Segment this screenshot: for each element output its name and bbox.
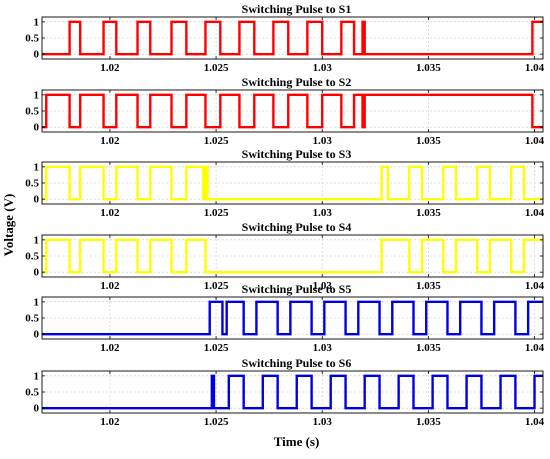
panel-s5: 1.02 1.025 1.03 1.035 1.04 0 0.5 1 Switching Pul… [25,282,544,354]
y-tick-label: 1 [34,16,40,28]
panel-title: Switching Pulse to S6 [242,356,352,370]
x-tick-label: 1.025 [204,62,229,74]
y-tick-label: 0.5 [25,178,39,190]
y-tick-label: 0.5 [25,106,39,118]
pulse-trace-s5 [42,300,543,336]
y-tick-label: 1 [34,234,40,246]
x-tick-label: 1.04 [525,416,545,428]
y-axis-label: Voltage (V) [1,194,16,257]
x-tick-label: 1.04 [525,135,545,147]
x-tick-label: 1.025 [204,280,229,292]
x-tick-label: 1.035 [416,207,441,219]
y-tick-label: 1 [34,370,40,382]
x-tick-label: 1.035 [416,416,441,428]
x-tick-label: 1.025 [204,342,229,354]
panel-title: Switching Pulse to S5 [242,282,352,296]
x-tick-label: 1.04 [525,280,545,292]
x-tick-label: 1.03 [313,135,333,147]
x-tick-label: 1.02 [100,280,120,292]
y-tick-label: 0 [34,49,40,61]
y-tick-label: 0 [34,403,40,415]
y-tick-label: 0.5 [25,313,39,325]
x-tick-label: 1.02 [100,62,120,74]
y-tick-label: 0.5 [25,387,39,399]
pulse-trace-s2 [42,93,543,129]
panel-s2: 1.02 1.025 1.03 1.035 1.04 0 0.5 1 Switching Pul… [25,75,544,147]
x-tick-label: 1.02 [100,135,120,147]
y-tick-label: 0.5 [25,33,39,45]
y-tick-label: 0.5 [25,251,39,263]
pulse-trace-s1 [42,20,543,56]
panel-title: Switching Pulse to S4 [242,220,352,234]
panel-s3: 1.02 1.025 1.03 1.035 1.04 0 0.5 1 Switching Pul… [25,147,544,219]
x-tick-label: 1.025 [204,416,229,428]
x-axis-label: Time (s) [274,434,320,449]
x-tick-label: 1.035 [416,280,441,292]
x-tick-label: 1.025 [204,207,229,219]
x-tick-label: 1.04 [525,207,545,219]
y-tick-label: 0 [34,122,40,134]
y-tick-label: 1 [34,89,40,101]
x-tick-label: 1.035 [416,135,441,147]
x-tick-label: 1.03 [313,207,333,219]
x-tick-label: 1.04 [525,342,545,354]
y-tick-label: 1 [34,161,40,173]
x-tick-label: 1.035 [416,342,441,354]
panel-title: Switching Pulse to S2 [242,75,352,89]
x-tick-label: 1.03 [313,416,333,428]
x-tick-label: 1.04 [525,62,545,74]
y-tick-label: 0 [34,194,40,206]
pulse-trace-s6 [42,374,543,410]
pulse-trace-s4 [42,238,543,274]
panel-s1: 1.02 1.025 1.03 1.035 1.04 0 0.5 1 Switching Pul… [25,2,544,74]
y-tick-label: 1 [34,296,40,308]
x-tick-label: 1.02 [100,342,120,354]
panel-s4: 1.02 1.025 1.03 1.035 1.04 0 0.5 1 Switching Pul… [25,220,544,292]
panel-title: Switching Pulse to S3 [242,147,352,161]
panel-s6: 1.02 1.025 1.03 1.035 1.04 0 0.5 1 Switching Pul… [25,356,544,428]
x-tick-label: 1.03 [313,342,333,354]
x-tick-label: 1.02 [100,207,120,219]
panel-title: Switching Pulse to S1 [242,2,352,16]
pulse-trace-s3 [42,165,543,201]
x-tick-label: 1.035 [416,62,441,74]
y-tick-label: 0 [34,329,40,341]
x-tick-label: 1.02 [100,416,120,428]
x-tick-label: 1.03 [313,280,333,292]
y-tick-label: 0 [34,267,40,279]
x-tick-label: 1.03 [313,62,333,74]
x-tick-label: 1.025 [204,135,229,147]
